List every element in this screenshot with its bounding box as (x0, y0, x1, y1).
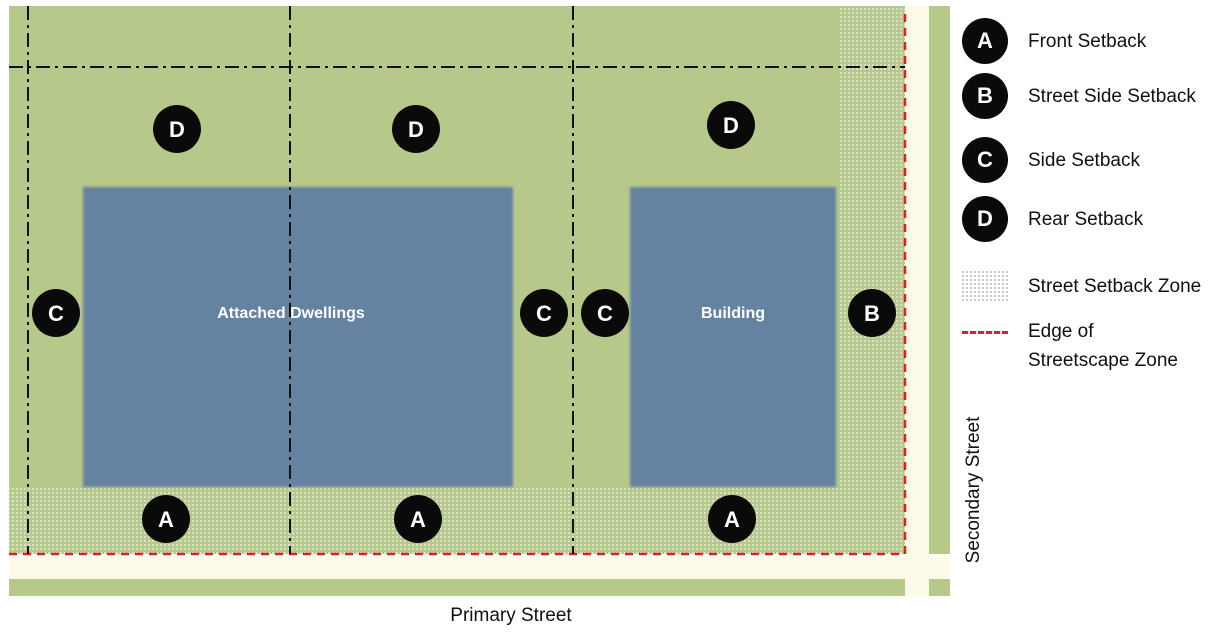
legend-label-street-side-setback: Street Side Setback (1028, 85, 1196, 107)
legend-item-side-setback: C Side Setback (962, 137, 1140, 183)
badge-d-2: D (392, 105, 440, 153)
attached-dwellings-label: Attached Dwellings (217, 305, 365, 322)
legend-label-front-setback: Front Setback (1028, 30, 1147, 52)
legend-badge-d: D (962, 196, 1008, 242)
legend-item-street-side-setback: B Street Side Setback (962, 73, 1196, 119)
primary-street-label: Primary Street (450, 605, 572, 626)
badge-b: B (848, 289, 896, 337)
primary-street-surface (9, 557, 950, 579)
badge-a-2: A (394, 495, 442, 543)
svg-text:C: C (536, 301, 552, 326)
single-building (630, 187, 836, 487)
badge-c-1: C (32, 289, 80, 337)
legend-label-street-setback-zone: Street Setback Zone (1028, 276, 1202, 297)
legend-item-front-setback: A Front Setback (962, 18, 1146, 64)
badge-d-3: D (707, 101, 755, 149)
legend-label-edge-line-1: Edge of (1028, 321, 1094, 342)
legend-label-edge-line-2: Streetscape Zone (1028, 350, 1178, 371)
secondary-street-surface (905, 6, 929, 596)
legend-badge-b: B (962, 73, 1008, 119)
street-setback-zone-side (838, 6, 905, 554)
building-label: Building (701, 305, 765, 322)
badge-a-3: A (708, 495, 756, 543)
svg-text:A: A (410, 507, 426, 532)
svg-text:B: B (864, 301, 880, 326)
svg-text:D: D (723, 113, 739, 138)
legend-badge-c: C (962, 137, 1008, 183)
edge-of-streetscape-line (9, 8, 907, 556)
legend-swatch-edge-line (962, 331, 1008, 334)
legend-label-rear-setback: Rear Setback (1028, 208, 1144, 230)
badge-c-3: C (581, 289, 629, 337)
svg-text:D: D (408, 117, 424, 142)
attached-dwellings-building (83, 187, 513, 487)
svg-text:A: A (158, 507, 174, 532)
svg-text:D: D (169, 117, 185, 142)
secondary-street-verge (929, 6, 950, 554)
primary-street-verge (9, 579, 950, 596)
svg-text:A: A (724, 507, 740, 532)
legend-swatch-street-setback-zone (962, 271, 1008, 301)
svg-text:C: C (597, 301, 613, 326)
legend-badge-a: A (962, 18, 1008, 64)
legend-item-rear-setback: D Rear Setback (962, 196, 1143, 242)
badge-a-1: A (142, 495, 190, 543)
legend-label-side-setback: Side Setback (1028, 149, 1140, 171)
badge-d-1: D (153, 105, 201, 153)
lot-lines (9, 6, 905, 554)
badge-c-2: C (520, 289, 568, 337)
secondary-street-label: Secondary Street (963, 416, 984, 564)
svg-text:C: C (48, 301, 64, 326)
